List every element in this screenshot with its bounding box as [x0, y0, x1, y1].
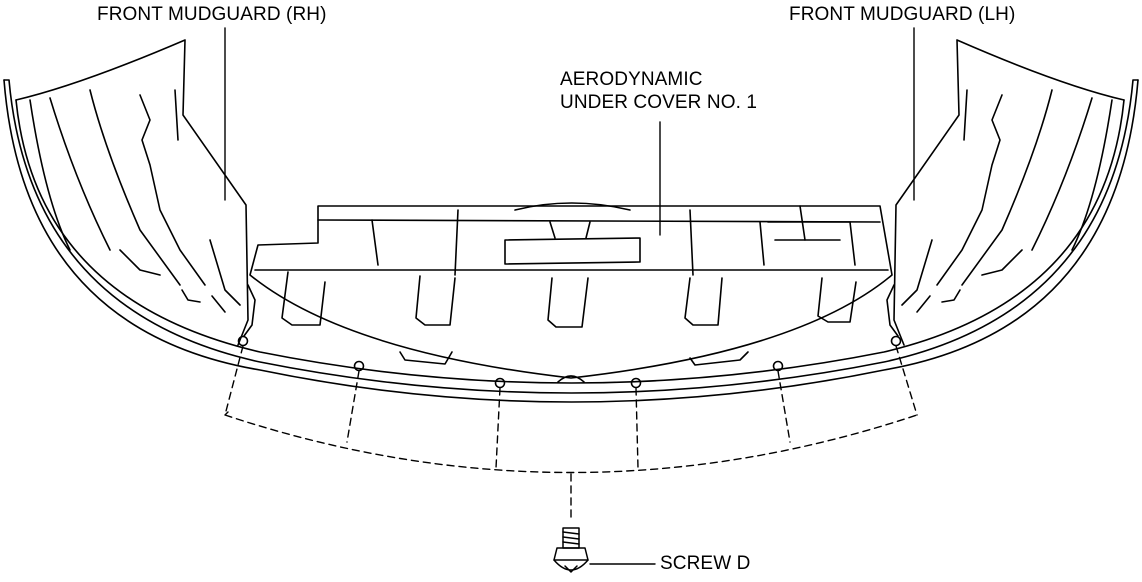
front-mudguard-rh-label: FRONT MUDGUARD (RH)	[97, 4, 327, 25]
screw-d-label: SCREW D	[660, 553, 751, 574]
front-bumper-lower-edge	[4, 80, 1138, 402]
front-mudguard-rh	[16, 40, 255, 346]
aerodynamic-under-cover-label: AERODYNAMIC UNDER COVER NO. 1	[560, 68, 757, 114]
front-mudguard-lh	[887, 40, 1124, 346]
cover-label-line-2: UNDER COVER NO. 1	[560, 92, 758, 113]
front-mudguard-lh-label: FRONT MUDGUARD (LH)	[789, 4, 1016, 25]
screw-d-icon	[554, 528, 588, 572]
aerodynamic-under-cover	[250, 203, 892, 388]
cover-label-line-1: AERODYNAMIC	[560, 69, 703, 90]
leader-lines	[225, 28, 914, 564]
screw-projection-lines	[225, 346, 917, 520]
